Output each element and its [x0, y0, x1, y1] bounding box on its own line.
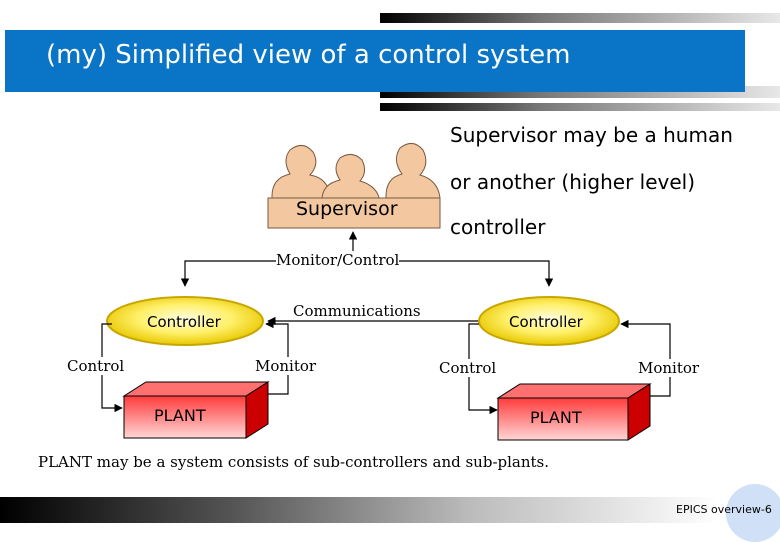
supervisor-people-icon: [267, 143, 441, 229]
controller-right-shape: [478, 296, 620, 346]
plant-left-box: [122, 381, 270, 439]
controller-left-shape: [106, 296, 264, 346]
bottom-note: PLANT may be a system consists of sub-co…: [38, 453, 550, 471]
communications-label: Communications: [293, 302, 421, 320]
plant-right-label: PLANT: [530, 408, 582, 427]
top-gradient-bar-1: [380, 13, 780, 23]
monitor-control-label: Monitor/Control: [276, 251, 400, 269]
monitor-left-label: Monitor: [255, 357, 317, 375]
footer-gradient-bar: [0, 497, 780, 523]
monitor-right-label: Monitor: [638, 359, 700, 377]
control-left-label: Control: [67, 357, 125, 375]
title-bar: [5, 30, 745, 92]
plant-left-label: PLANT: [154, 406, 206, 425]
note-line-1: Supervisor may be a human: [450, 123, 733, 147]
control-right-label: Control: [439, 359, 497, 377]
note-line-2: or another (higher level): [450, 170, 696, 194]
note-line-3: controller: [450, 215, 546, 239]
slide-title: (my) Simplified view of a control system: [46, 40, 571, 70]
supervisor-label: Supervisor: [296, 198, 398, 220]
footer-page-label: EPICS overview-6: [676, 503, 772, 516]
controller-left-label: Controller: [147, 313, 221, 331]
plant-right-box: [496, 383, 652, 441]
controller-right-label: Controller: [509, 313, 583, 331]
page-number-badge: [726, 484, 780, 542]
top-gradient-bar-3: [380, 103, 780, 111]
